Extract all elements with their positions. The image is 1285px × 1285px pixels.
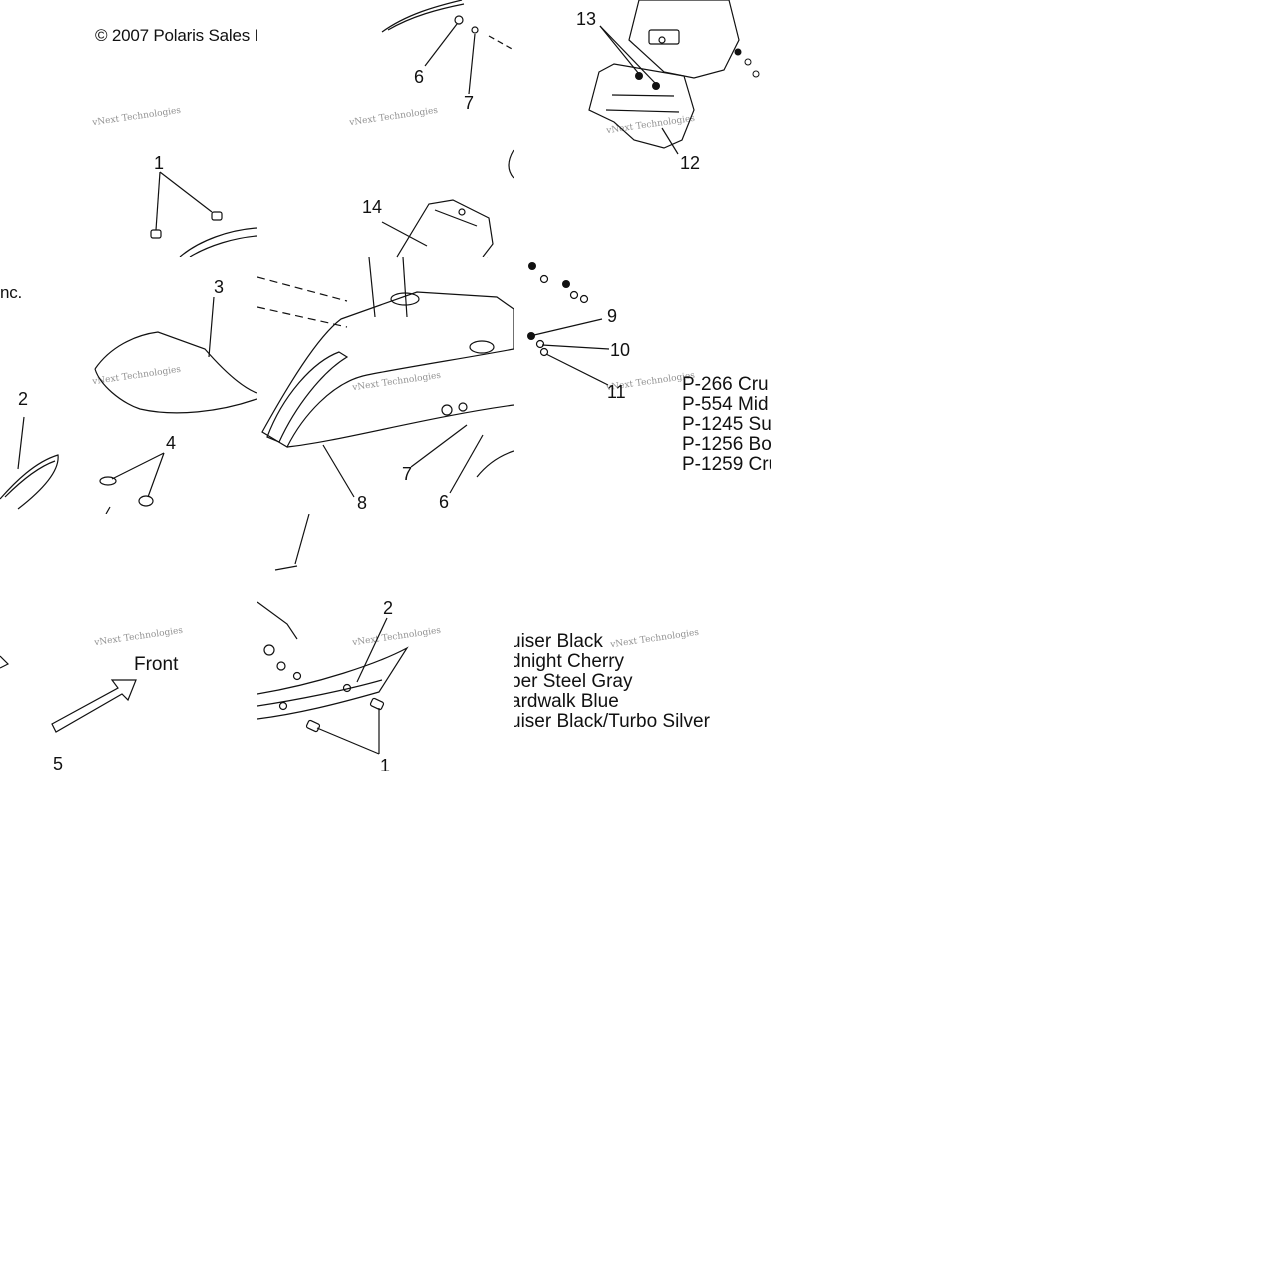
callout-3: 3 [214,277,225,297]
diagram-tile-bottom-center: vNext Technologies 2 1 [257,514,514,771]
diagram-tile-top-right: vNext Technologies [514,0,771,257]
headlight-lens-drawing [0,296,257,514]
nuts-and-washers-drawing [527,262,610,386]
diagram-tile-upper-center: 14 [257,186,514,257]
callout-8: 8 [357,493,368,513]
front-direction-label: Front [134,654,179,675]
callout-9: 9 [607,306,618,326]
callout-14: 14 [362,197,383,217]
callout-1: 1 [154,153,165,173]
legend-name: ardwalk Blue [514,691,619,712]
callout-11: 11 [607,382,626,402]
license-bracket-drawing [588,0,760,155]
color-legend-names: uiser Black dnight Cherry per Steel Gray… [514,632,710,732]
callout-6: 6 [414,67,425,87]
legend-name: uiser Black [514,631,603,652]
diagram-tile-center: vNext Technologies 8 7 [257,257,514,514]
callout-13: 13 [576,9,597,29]
color-legend-codes: P-266 Cru P-554 Mid P-1245 Su P-1256 Bo … [682,375,771,475]
legend-code: P-1245 Su [682,414,771,435]
diagram-tile-top-middle: vNext Technologies 6 7 [257,0,514,257]
diagram-tile-top-left: © 2007 Polaris Sales I vNext Technologie… [0,0,257,257]
diagram-tile-bottom-left: vNext Technologies Front 5 [0,514,257,771]
callout-6: 6 [439,492,450,512]
fastener-screws-drawing [150,171,257,257]
callout-4: 4 [166,433,177,453]
callout-2: 2 [383,598,394,618]
callout-12: 12 [680,153,701,173]
copyright-text: © 2007 Polaris Sales I [95,26,257,45]
callout-10: 10 [610,340,631,360]
legend-code: P-266 Cru [682,374,769,395]
callout-5: 5 [53,754,64,771]
legend-code: P-1259 Cru [682,454,771,475]
side-trim-drawing [381,0,514,179]
callout-7: 7 [402,464,413,484]
lower-trim-drawing [257,514,409,755]
legend-name: uiser Black/Turbo Silver [514,711,710,732]
legend-code: P-1256 Bo [682,434,771,455]
fender-rear-drawing [381,199,494,257]
legend-name: per Steel Gray [514,671,633,692]
diagram-tile-center-left: nc. vNext Technologies 3 2 4 [0,257,257,514]
callout-7: 7 [464,93,475,113]
callout-2: 2 [18,389,29,409]
diagram-tile-bottom-right: vNext Technologies uiser Black dnight Ch… [514,514,771,771]
diagram-tile-center-right: vNext Technologies 9 10 11 P-266 Cru [514,257,771,514]
copyright-text-continued: nc. [0,283,23,302]
front-arrow-drawing [0,655,137,733]
legend-code: P-554 Mid [682,394,769,415]
front-cowl-drawing [257,257,514,498]
legend-name: dnight Cherry [514,651,625,672]
callout-1: 1 [380,756,391,771]
